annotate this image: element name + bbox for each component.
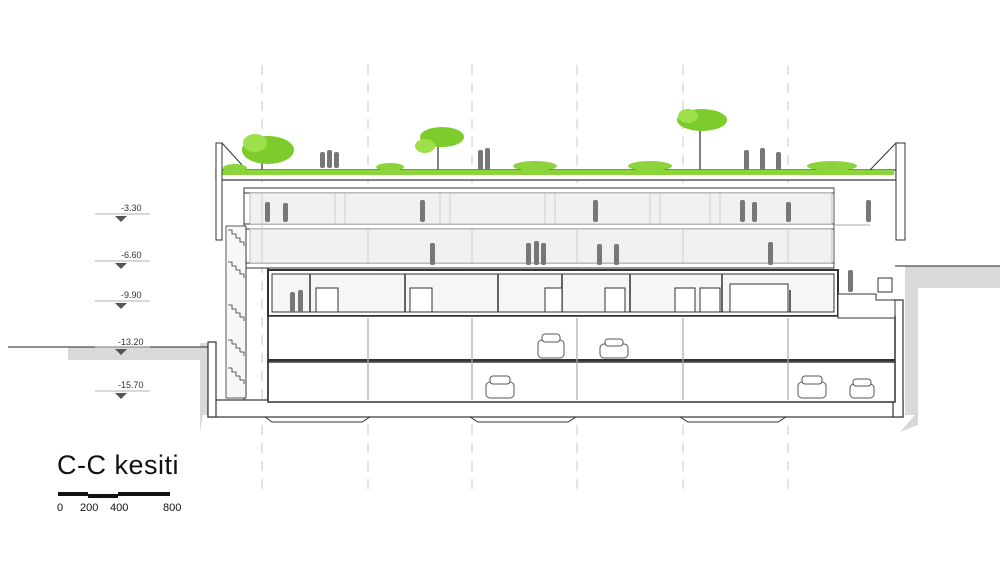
level-marker: -13.20 [95, 337, 150, 355]
building-structure [215, 142, 906, 403]
level-marker: -15.70 [95, 380, 150, 399]
scale-label: 400 [110, 502, 128, 514]
scale-label: 200 [80, 502, 98, 514]
cars [485, 333, 875, 399]
level-label: -9.90 [121, 290, 142, 300]
roof-trees [223, 109, 857, 172]
level-label: -3.30 [121, 203, 142, 213]
parking-columns [367, 318, 789, 400]
tree-icon [677, 109, 727, 170]
level-label: -13.20 [118, 337, 144, 347]
section-title: C-C kesiti [57, 450, 180, 480]
level-markers: -3.30 -6.60 -9.90 -13.20 -15.70 [95, 203, 150, 399]
level-label: -15.70 [118, 380, 144, 390]
stair-core [225, 225, 247, 399]
level-marker: -9.90 [95, 290, 150, 309]
tree-icon [242, 134, 294, 170]
level-marker: -3.30 [95, 203, 150, 222]
car-icon [485, 375, 515, 399]
scale-label: 0 [57, 502, 63, 514]
car-icon [849, 378, 875, 399]
level-label: -6.60 [121, 250, 142, 260]
right-ramp [834, 224, 896, 319]
level-marker: -6.60 [95, 250, 150, 269]
scale-label: 800 [163, 502, 181, 514]
tree-icon [415, 127, 464, 170]
scale-bar: 0 200 400 800 [57, 492, 181, 514]
car-icon [797, 375, 827, 399]
car-icon [599, 338, 629, 359]
core-partitions [309, 274, 791, 313]
car-icon [537, 333, 565, 359]
people [265, 148, 871, 312]
